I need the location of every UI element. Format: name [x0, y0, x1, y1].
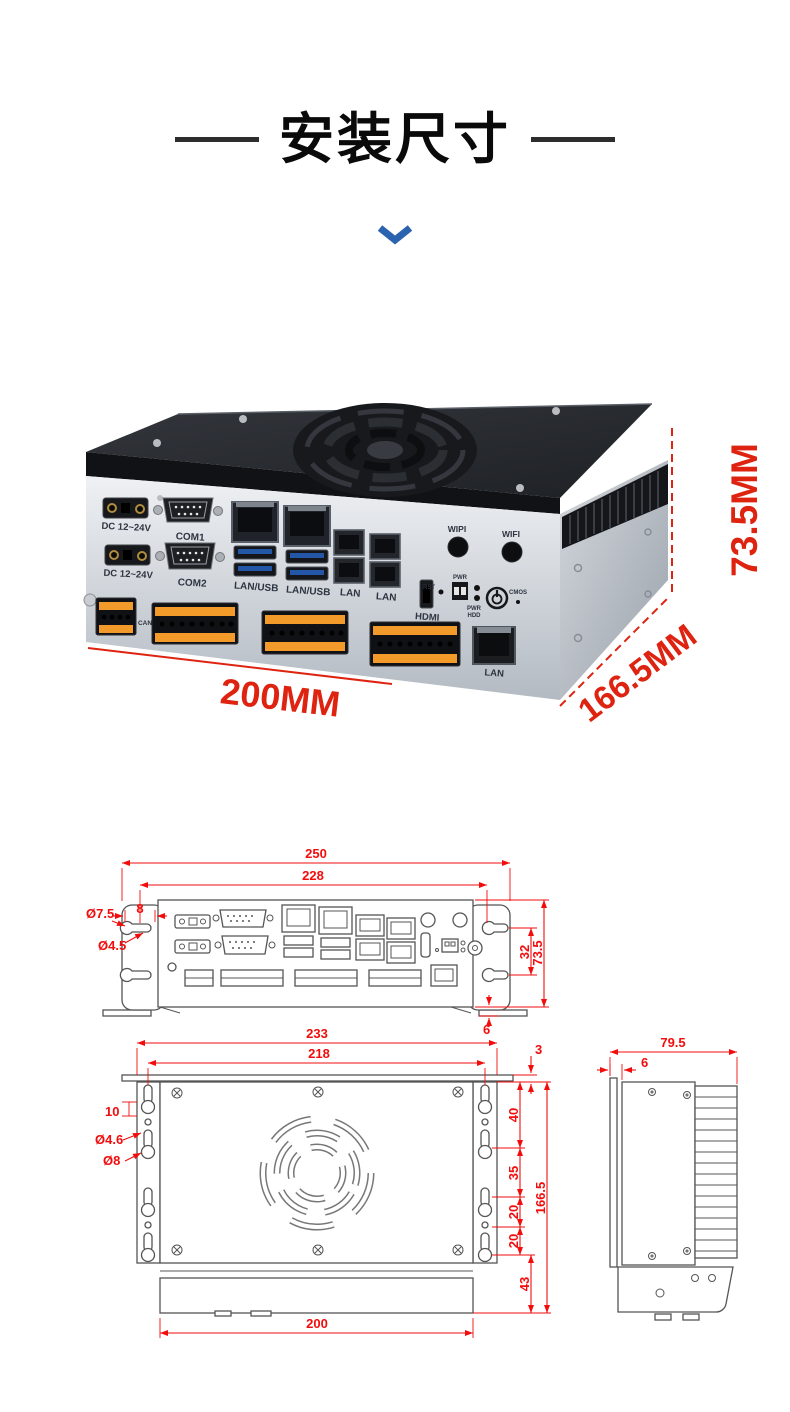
cmos-button[interactable]	[516, 600, 520, 604]
tv-hole-dia: Ø4.6	[95, 1132, 123, 1147]
title-dash-left	[174, 137, 259, 142]
power-button[interactable]	[485, 586, 509, 610]
tv-bracket-depth: 43	[517, 1277, 532, 1291]
lan-usb-tower-1	[231, 501, 279, 577]
fv-foot-height: 6	[483, 1022, 490, 1037]
com2-port	[155, 542, 225, 570]
ant2-label: WIFI	[502, 529, 520, 539]
chevron-down-icon	[377, 225, 413, 245]
led-hdd-label: HDD	[468, 613, 482, 619]
page-title: 安装尺寸	[278, 108, 511, 170]
fv-overall-width: 250	[305, 846, 327, 861]
com1-label: COM1	[175, 531, 205, 544]
hdd-led	[474, 595, 480, 601]
tv-body-width: 200	[306, 1316, 328, 1331]
terminal-block-3	[261, 610, 349, 655]
right-keyholes	[477, 1084, 493, 1263]
dip-nub-1	[454, 587, 459, 595]
side-view-linework	[609, 1077, 738, 1321]
fv-slot-len: 8	[136, 901, 143, 916]
top-view-drawing: 233 218 10 Ø4.6 Ø8 40 35 20	[95, 1028, 551, 1338]
tv-pitch-b: 35	[506, 1166, 521, 1180]
lan3-label: LAN	[484, 667, 504, 679]
lan-usb1-label: LAN/USB	[234, 580, 279, 594]
lan-usb2-label: LAN/USB	[286, 584, 331, 598]
terminal-block-4	[369, 621, 461, 667]
tv-slot-dia: Ø8	[103, 1153, 120, 1168]
top-view-dimensions: 233 218 10 Ø4.6 Ø8 40 35 20	[95, 1028, 551, 1338]
dip-nub-2	[461, 587, 466, 595]
dim-height-label: 73.5MM	[724, 443, 765, 577]
lan3-port	[472, 626, 516, 665]
tv-mount-pitch: 218	[308, 1046, 330, 1061]
dc-jack-2	[104, 544, 151, 566]
dim-width-label: 200MM	[218, 670, 342, 725]
dc2-label: DC 12~24V	[103, 568, 154, 582]
lan-tower-2	[369, 533, 401, 588]
dc-jack-1	[102, 497, 149, 519]
front-view-dimensions: 250 228 8 Ø7.5 Ø4.5 32 73.5 6	[86, 846, 549, 1037]
tv-slot-len: 10	[105, 1104, 119, 1119]
tv-edge-gap: 3	[535, 1042, 542, 1057]
top-view-linework	[121, 1074, 514, 1317]
top-screws	[153, 407, 560, 501]
product-photo: DC 12~24V DC 12~24V COM1	[83, 403, 765, 729]
front-view-drawing: 250 228 8 Ø7.5 Ø4.5 32 73.5 6	[86, 846, 549, 1037]
sv-plate-offset: 6	[641, 1055, 648, 1070]
ant1-label: WIPI	[448, 524, 466, 534]
hdmi-label: HDMI	[415, 611, 440, 624]
fv-hole-dia: Ø4.5	[98, 938, 126, 953]
reset-button[interactable]	[438, 589, 444, 595]
ground-screw	[83, 593, 97, 607]
terminal-block-1	[95, 597, 137, 636]
fv-hole-pitch: 32	[517, 945, 532, 959]
side-screws	[573, 528, 652, 643]
lan-tower-1	[333, 529, 365, 584]
front-view-linework	[102, 899, 528, 1017]
com2-label: COM2	[177, 577, 207, 590]
pwr-led	[474, 585, 480, 591]
left-keyholes	[140, 1084, 156, 1263]
dc1-label: DC 12~24V	[101, 521, 152, 535]
top-fan	[293, 403, 477, 497]
tv-depth: 166.5	[533, 1182, 548, 1215]
tv-pitch-d: 20	[506, 1234, 521, 1248]
tv-pitch-a: 40	[506, 1108, 521, 1122]
sv-depth: 79.5	[660, 1035, 685, 1050]
top-cover-screws	[171, 1086, 464, 1256]
pwr-dip-switch[interactable]	[452, 582, 468, 600]
led-pwr-label: PWR	[467, 606, 482, 612]
lan1-label: LAN	[340, 587, 361, 599]
fan-grille	[259, 1115, 375, 1231]
rst-label: RST	[423, 585, 435, 591]
tv-pitch-c: 20	[506, 1205, 521, 1219]
terminal-block-2	[151, 602, 239, 645]
title-dash-right	[531, 137, 615, 142]
antenna-hole-2	[501, 541, 523, 563]
cmos-label: CMOS	[509, 590, 527, 596]
section-header: 安装尺寸	[0, 112, 790, 167]
pwr-switch-label: PWR	[453, 575, 468, 581]
fv-height: 73.5	[530, 940, 545, 965]
fv-mount-pitch: 228	[302, 868, 324, 883]
tv-overall-width: 233	[306, 1028, 328, 1041]
com1-port	[153, 497, 223, 523]
can-label: CAN	[138, 620, 152, 627]
fv-slot-dia: Ø7.5	[86, 906, 114, 921]
lan-usb-tower-2	[283, 505, 331, 581]
hdmi-slot	[423, 585, 430, 603]
antenna-hole-1	[447, 536, 469, 558]
front-panel: DC 12~24V DC 12~24V COM1	[83, 497, 527, 680]
scroll-hint	[0, 224, 790, 246]
lan2-label: LAN	[376, 591, 397, 603]
side-view-dimensions: 79.5 6	[597, 1035, 738, 1084]
side-view-drawing: 79.5 6	[597, 1035, 738, 1321]
